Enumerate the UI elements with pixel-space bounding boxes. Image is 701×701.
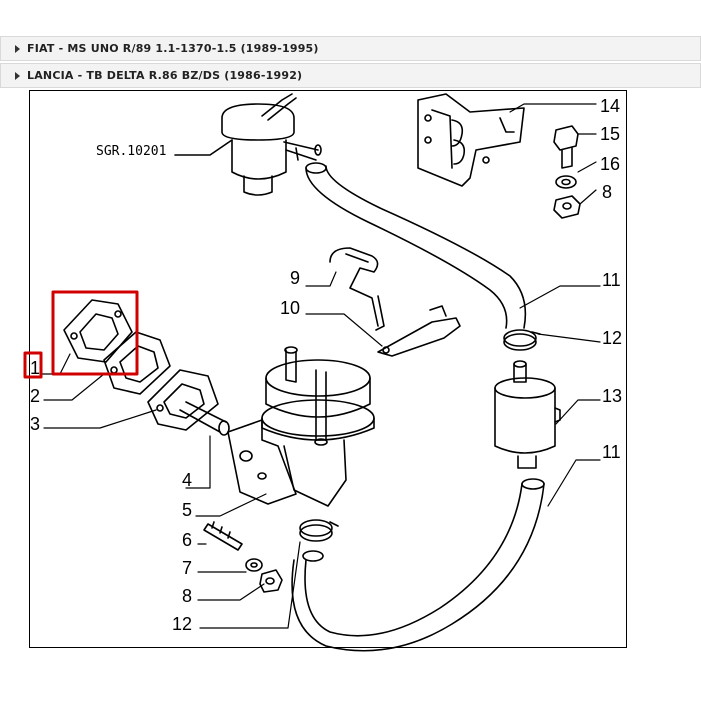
callout-6[interactable]: 6 bbox=[182, 530, 192, 550]
callout-14[interactable]: 14 bbox=[600, 96, 620, 116]
gasket-part-1 bbox=[63, 299, 133, 363]
callout-2[interactable]: 2 bbox=[30, 386, 40, 406]
hose-clamp-part-12 bbox=[299, 519, 339, 542]
accordion-row-fiat-uno[interactable]: FIAT - MS UNO R/89 1.1-1370-1.5 (1989-19… bbox=[0, 36, 701, 61]
accordion-row-label: FIAT - MS UNO R/89 1.1-1370-1.5 (1989-19… bbox=[27, 42, 319, 55]
expand-caret-icon bbox=[15, 71, 20, 80]
fuel-hose-upper bbox=[305, 162, 527, 329]
callout-12-lower[interactable]: 12 bbox=[172, 614, 192, 634]
callout-3[interactable]: 3 bbox=[30, 414, 40, 434]
exploded-parts-diagram bbox=[29, 90, 627, 648]
callout-7[interactable]: 7 bbox=[182, 558, 192, 578]
highlight-callout-box bbox=[23, 351, 43, 379]
callout-9[interactable]: 9 bbox=[290, 268, 300, 288]
stud-washer-nut-set bbox=[203, 521, 283, 593]
expand-caret-icon bbox=[15, 44, 20, 53]
callout-8-top[interactable]: 8 bbox=[602, 182, 612, 202]
callout-8[interactable]: 8 bbox=[182, 586, 192, 606]
callout-15[interactable]: 15 bbox=[600, 124, 620, 144]
insulator-part-3 bbox=[147, 369, 230, 436]
callout-13[interactable]: 13 bbox=[602, 386, 622, 406]
highlight-part-box bbox=[51, 290, 139, 376]
accordion-row-lancia-delta[interactable]: LANCIA - TB DELTA R.86 BZ/DS (1986-1992) bbox=[0, 63, 701, 88]
reference-code-label: SGR.10201 bbox=[96, 144, 166, 159]
callout-1[interactable]: 1 bbox=[30, 358, 40, 378]
bolt-washer-nut-set bbox=[553, 125, 581, 219]
hose-clamp-part-12 bbox=[503, 329, 541, 351]
breather-canister bbox=[174, 93, 322, 196]
callout-11[interactable]: 11 bbox=[602, 270, 621, 290]
callout-16[interactable]: 16 bbox=[600, 154, 620, 174]
callout-5[interactable]: 5 bbox=[182, 500, 192, 520]
callout-11-lower[interactable]: 11 bbox=[602, 442, 621, 462]
fuel-hose-lower bbox=[291, 478, 545, 652]
callout-10[interactable]: 10 bbox=[280, 298, 300, 318]
callout-4[interactable]: 4 bbox=[182, 470, 192, 490]
fuel-pump-part-5 bbox=[227, 346, 375, 507]
accordion-row-label: LANCIA - TB DELTA R.86 BZ/DS (1986-1992) bbox=[27, 69, 303, 82]
mounting-bracket bbox=[417, 93, 525, 187]
callout-12[interactable]: 12 bbox=[602, 328, 622, 348]
hose-clamp-bracket bbox=[329, 247, 461, 357]
fuel-filter-part-13 bbox=[494, 360, 561, 469]
